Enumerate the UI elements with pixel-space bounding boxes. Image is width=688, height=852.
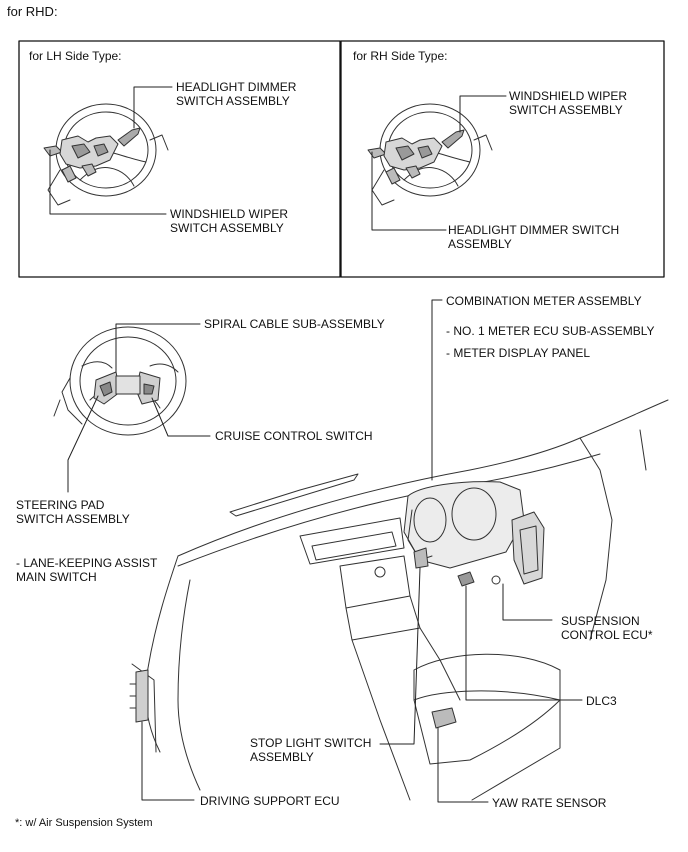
rh-headlight-dimmer-label: HEADLIGHT DIMMER SWITCH ASSEMBLY [448, 223, 620, 251]
lh-wiper-leader [49, 149, 167, 215]
steering-pad-label: STEERING PAD SWITCH ASSEMBLY [16, 498, 130, 526]
spiral-cable-leader [115, 323, 201, 373]
cruise-control-leader [151, 397, 211, 437]
lh-panel-frame [18, 40, 341, 278]
lh-headlight-dimmer-label: HEADLIGHT DIMMER SWITCH ASSEMBLY [176, 80, 297, 108]
suspension-ecu-leader [502, 583, 553, 621]
rhd-header: for RHD: [7, 4, 58, 19]
yaw-rate-label: YAW RATE SENSOR [492, 796, 607, 810]
stop-light-label: STOP LIGHT SWITCH ASSEMBLY [250, 736, 372, 764]
rh-wiper-leader [459, 95, 507, 133]
meter-ecu-label: - NO. 1 METER ECU SUB-ASSEMBLY [446, 324, 655, 338]
lh-headlight-leader [133, 86, 173, 129]
steering-pad-leader [67, 395, 99, 493]
lh-steering-wheel-illustration [43, 103, 169, 206]
dlc3-leader [465, 585, 583, 701]
lh-panel-title: for LH Side Type: [29, 49, 122, 63]
spiral-cable-label: SPIRAL CABLE SUB-ASSEMBLY [204, 317, 385, 331]
rh-steering-wheel-illustration [367, 103, 493, 206]
lane-keeping-label: - LANE-KEEPING ASSIST MAIN SWITCH [16, 556, 158, 584]
meter-display-label: - METER DISPLAY PANEL [446, 346, 591, 360]
dlc3-label: DLC3 [586, 694, 617, 708]
cruise-control-label: CRUISE CONTROL SWITCH [215, 429, 373, 443]
driving-support-leader [141, 721, 195, 801]
rh-headlight-leader [371, 151, 447, 231]
stop-light-leader [379, 567, 421, 745]
main-steering-wheel-illustration [53, 326, 187, 436]
footnote: *: w/ Air Suspension System [15, 817, 153, 829]
lh-wiper-switch-label: WINDSHIELD WIPER SWITCH ASSEMBLY [170, 207, 289, 235]
combination-meter-leader [431, 299, 443, 481]
driving-support-label: DRIVING SUPPORT ECU [200, 794, 340, 808]
rh-panel-frame [340, 40, 665, 278]
yaw-rate-leader [437, 727, 489, 803]
rh-wiper-switch-label: WINDSHIELD WIPER SWITCH ASSEMBLY [509, 89, 628, 117]
dashboard-illustration [129, 399, 669, 801]
suspension-ecu-label: SUSPENSION CONTROL ECU* [561, 614, 653, 642]
rh-panel-title: for RH Side Type: [353, 49, 448, 63]
combination-meter-label: COMBINATION METER ASSEMBLY [446, 294, 642, 308]
